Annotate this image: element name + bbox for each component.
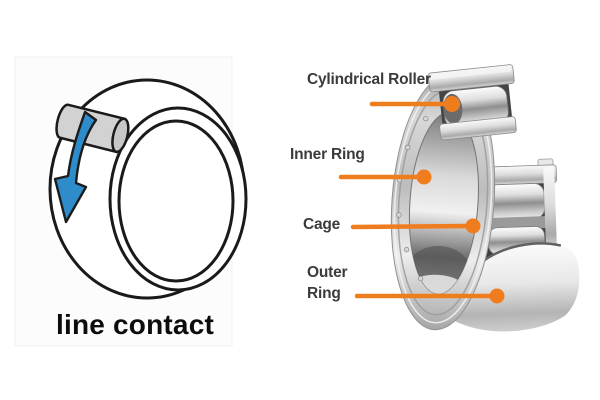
label-cylindrical-roller: Cylindrical Roller [307, 71, 431, 88]
label-inner-ring: Inner Ring [290, 146, 365, 163]
bearing-roller-upper [486, 183, 545, 221]
callout-dot-inner-ring [416, 169, 432, 185]
outer-ring-assembly [445, 158, 580, 332]
cage-rivets [396, 115, 429, 282]
cylinder-end-cap [111, 117, 130, 154]
ring-bore [117, 119, 235, 283]
bearing-render [338, 64, 580, 332]
label-outer-ring: Outer Ring [307, 264, 348, 302]
callout-dot-cylindrical-roller [444, 96, 460, 112]
callout-leaders [338, 101, 498, 299]
line-contact-caption: line contact [56, 309, 214, 340]
top-rail-highlight [430, 65, 512, 80]
bottom-cage-rail [439, 116, 517, 141]
label-cage: Cage [303, 216, 341, 233]
callout-dot-cage [465, 218, 481, 234]
inner-ring-assembly [390, 73, 496, 331]
outer-ring-top-edge [480, 242, 562, 264]
rotation-arrow [53, 110, 98, 224]
callout-dots [416, 96, 505, 304]
top-roller-assembly [427, 64, 517, 141]
leader-line-cage [350, 223, 474, 230]
callout-dot-outer-ring [489, 288, 505, 304]
line-contact-illustration [14, 56, 248, 347]
cage-side-rail [543, 166, 557, 251]
outer-ring-band [445, 243, 580, 332]
